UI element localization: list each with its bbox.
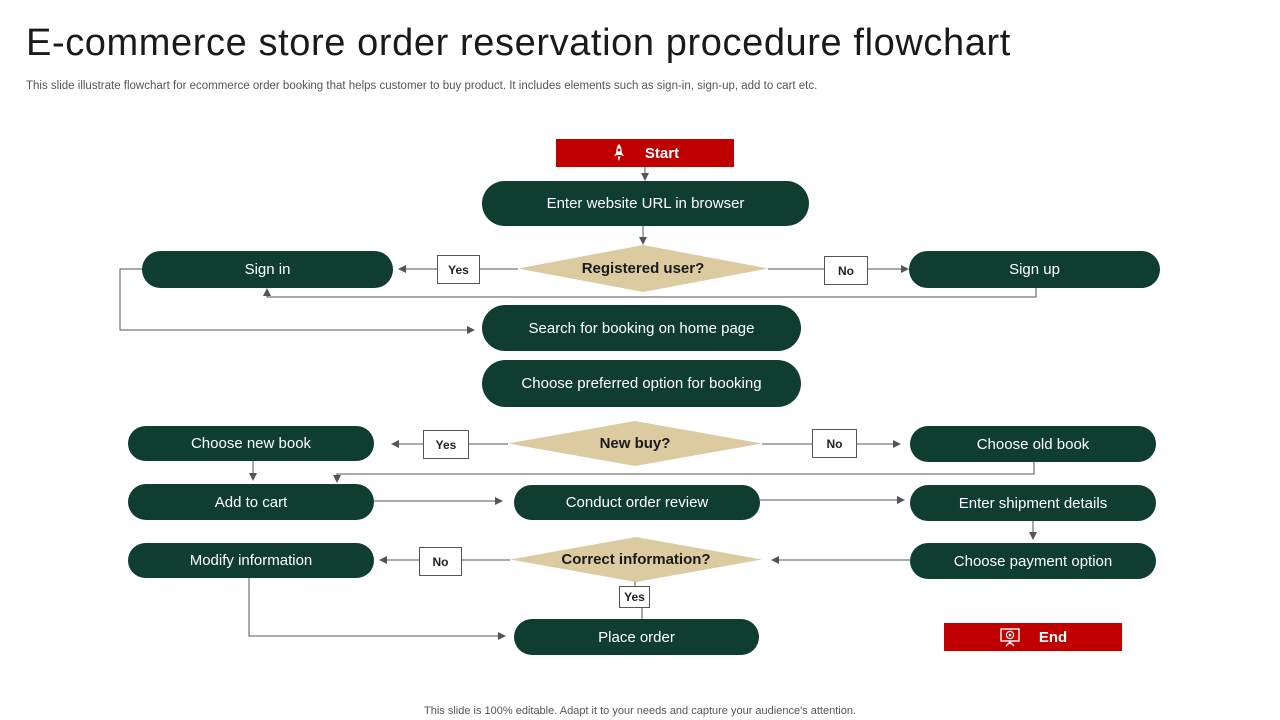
no-label-registered: No — [824, 256, 868, 285]
payment-option-node: Choose payment option — [910, 543, 1156, 579]
yes-label-new-buy: Yes — [423, 430, 469, 459]
arrow-old-book-to-cart — [333, 462, 1035, 483]
yes-label-correct: Yes — [619, 586, 650, 608]
footer-note: This slide is 100% editable. Adapt it to… — [424, 705, 856, 717]
choose-old-book-node: Choose old book — [910, 426, 1156, 462]
presentation-target-icon — [999, 627, 1021, 647]
arrow-sign-in-to-search — [119, 268, 475, 334]
no-label-correct: No — [419, 547, 462, 576]
arrow-sign-up-to-sign-in — [263, 288, 1037, 298]
search-booking-node: Search for booking on home page — [482, 305, 801, 351]
add-to-cart-node: Add to cart — [128, 484, 374, 520]
order-review-node: Conduct order review — [514, 485, 760, 520]
shipment-details-node: Enter shipment details — [910, 485, 1156, 521]
sign-in-node: Sign in — [142, 251, 393, 288]
sign-up-node: Sign up — [909, 251, 1160, 288]
end-label: End — [1038, 628, 1068, 646]
yes-label-registered: Yes — [437, 255, 480, 284]
no-label-new-buy: No — [812, 429, 857, 458]
start-node: Start — [556, 139, 734, 167]
start-label: Start — [644, 144, 680, 162]
modify-information-node: Modify information — [128, 543, 374, 578]
page-subtitle: This slide illustrate flowchart for ecom… — [26, 80, 818, 92]
enter-url-node: Enter website URL in browser — [482, 181, 809, 226]
choose-new-book-node: Choose new book — [128, 426, 374, 461]
place-order-node: Place order — [514, 619, 759, 655]
page-title: E-commerce store order reservation proce… — [26, 22, 1011, 64]
rocket-icon — [611, 143, 627, 163]
end-node: End — [944, 623, 1122, 651]
arrow-modify-to-place-order — [248, 578, 506, 640]
choose-option-node: Choose preferred option for booking — [482, 360, 801, 407]
